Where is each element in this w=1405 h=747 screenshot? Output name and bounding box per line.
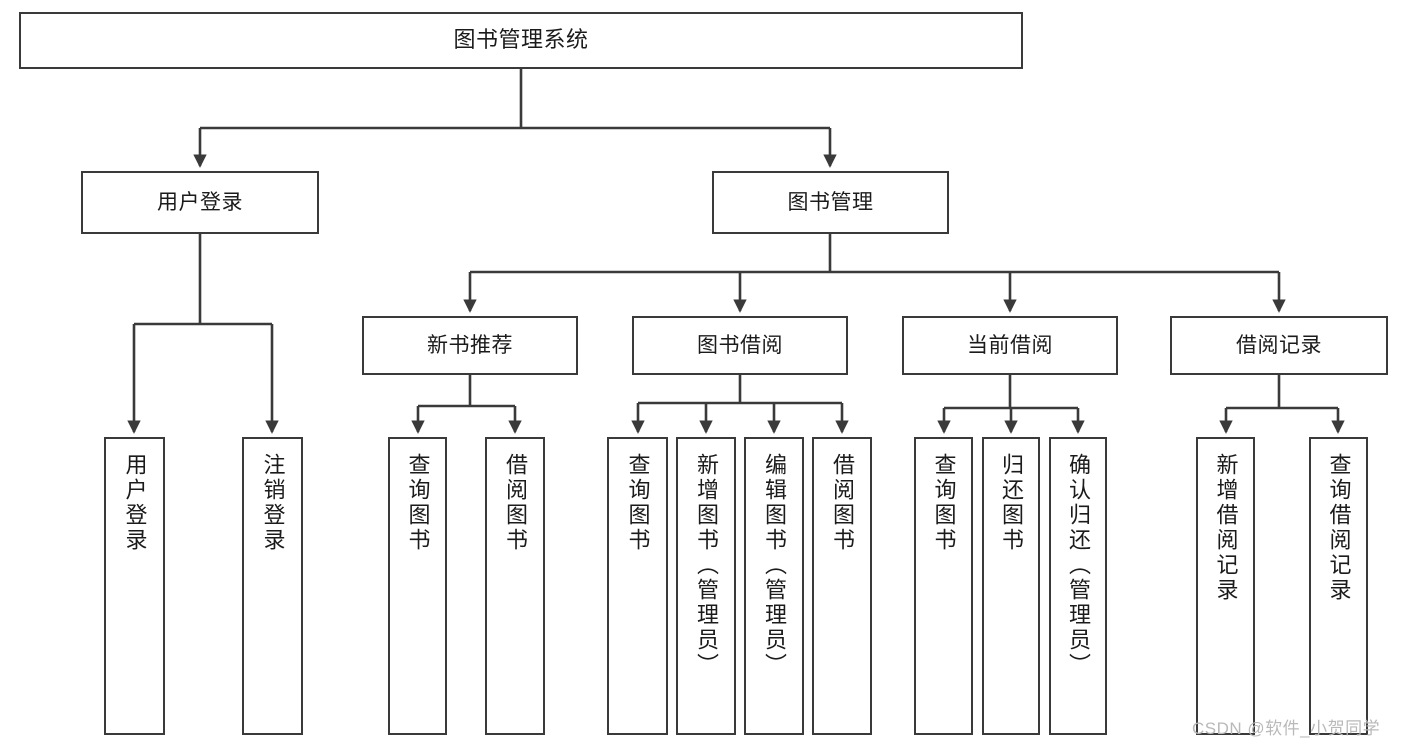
node-book-borrow-label: 图书借阅 bbox=[697, 333, 783, 357]
leaf-add-book[interactable]: 新增图书（管理员） bbox=[676, 437, 736, 735]
leaf-query-book-2[interactable]: 查询图书 bbox=[607, 437, 668, 735]
node-current-borrow[interactable]: 当前借阅 bbox=[902, 316, 1118, 375]
leaf-query-book-1-label: 查询图书 bbox=[405, 453, 431, 553]
leaf-return-book-label: 归还图书 bbox=[998, 453, 1024, 553]
leaf-user-logout-label: 注销登录 bbox=[260, 453, 286, 553]
leaf-borrow-book-1-label: 借阅图书 bbox=[502, 453, 528, 553]
node-new-book-rec-label: 新书推荐 bbox=[427, 333, 513, 357]
node-borrow-record-label: 借阅记录 bbox=[1236, 333, 1322, 357]
leaf-add-record-label: 新增借阅记录 bbox=[1213, 453, 1239, 603]
node-book-manage-label: 图书管理 bbox=[787, 190, 874, 214]
leaf-edit-book-label: 编辑图书（管理员） bbox=[761, 453, 787, 678]
leaf-query-book-1[interactable]: 查询图书 bbox=[388, 437, 447, 735]
leaf-add-record[interactable]: 新增借阅记录 bbox=[1196, 437, 1255, 735]
csdn-watermark: CSDN @软件_小贺同学 bbox=[1192, 719, 1381, 738]
leaf-borrow-book-2-label: 借阅图书 bbox=[829, 453, 855, 553]
leaf-query-book-2-label: 查询图书 bbox=[625, 453, 651, 553]
node-user-login[interactable]: 用户登录 bbox=[81, 171, 319, 234]
node-current-borrow-label: 当前借阅 bbox=[967, 333, 1053, 357]
leaf-query-book-3[interactable]: 查询图书 bbox=[914, 437, 973, 735]
node-root[interactable]: 图书管理系统 bbox=[19, 12, 1023, 69]
leaf-user-login-label: 用户登录 bbox=[122, 453, 148, 553]
node-book-manage[interactable]: 图书管理 bbox=[712, 171, 949, 234]
leaf-borrow-book-2[interactable]: 借阅图书 bbox=[812, 437, 872, 735]
leaf-return-book[interactable]: 归还图书 bbox=[982, 437, 1040, 735]
leaf-query-record[interactable]: 查询借阅记录 bbox=[1309, 437, 1368, 735]
leaf-query-book-3-label: 查询图书 bbox=[931, 453, 957, 553]
node-book-borrow[interactable]: 图书借阅 bbox=[632, 316, 848, 375]
leaf-user-logout[interactable]: 注销登录 bbox=[242, 437, 303, 735]
node-borrow-record[interactable]: 借阅记录 bbox=[1170, 316, 1388, 375]
leaf-confirm-return[interactable]: 确认归还（管理员） bbox=[1049, 437, 1107, 735]
node-new-book-rec[interactable]: 新书推荐 bbox=[362, 316, 578, 375]
leaf-query-record-label: 查询借阅记录 bbox=[1326, 453, 1352, 603]
leaf-edit-book[interactable]: 编辑图书（管理员） bbox=[744, 437, 804, 735]
leaf-confirm-return-label: 确认归还（管理员） bbox=[1065, 453, 1091, 678]
leaf-add-book-label: 新增图书（管理员） bbox=[693, 453, 719, 678]
leaf-borrow-book-1[interactable]: 借阅图书 bbox=[485, 437, 545, 735]
leaf-user-login[interactable]: 用户登录 bbox=[104, 437, 165, 735]
node-user-login-label: 用户登录 bbox=[157, 190, 243, 214]
node-root-label: 图书管理系统 bbox=[453, 27, 589, 53]
